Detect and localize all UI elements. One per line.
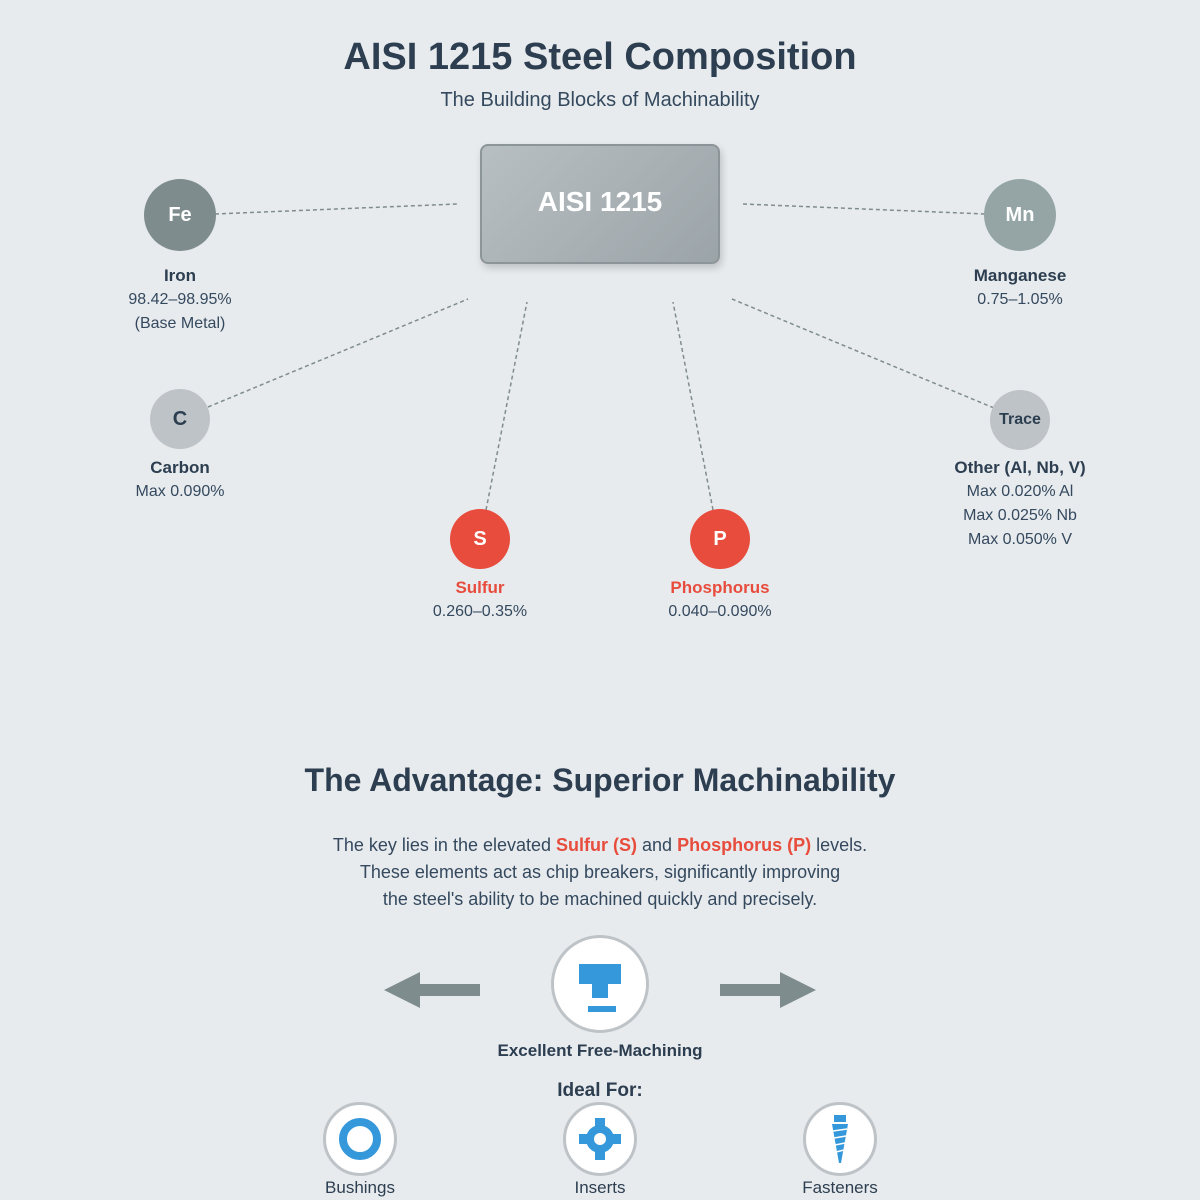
fe-note: (Base Metal) [134,315,226,332]
c-value: Max 0.090% [135,483,225,500]
phosphorus-highlight: Phosphorus (P) [677,835,812,855]
para-text-mid: and [637,835,678,855]
machining-tool-icon [579,964,621,1012]
connector-fe [214,203,458,215]
s-value: 0.260–0.35% [432,603,528,620]
fasteners-badge [803,1102,877,1176]
p-value: 0.040–0.090% [668,603,772,620]
connector-mn [742,203,986,215]
trace-value-nb: Max 0.025% Nb [963,507,1077,524]
fe-name: Iron [163,266,197,285]
mn-value: 0.75–1.05% [977,291,1063,308]
s-name: Sulfur [455,578,505,597]
advantage-heading: The Advantage: Superior Machinability [304,762,896,798]
s-circle: S [450,509,510,569]
advantage-paragraph: The key lies in the elevated Sulfur (S) … [250,832,950,913]
page-title: AISI 1215 Steel Composition [343,36,857,78]
para-line-2: These elements act as chip breakers, sig… [359,862,841,882]
page-subtitle: The Building Blocks of Machinability [440,89,760,111]
connector-trace [731,298,995,409]
sulfur-highlight: Sulfur (S) [556,835,638,855]
ideal-for-heading: Ideal For: [557,1080,643,1101]
fe-value: 98.42–98.95% [128,291,232,308]
inserts-badge [563,1102,637,1176]
right-arrow-icon [720,972,816,1008]
fe-circle: Fe [144,179,216,251]
bushing-icon [339,1118,381,1160]
machining-label: Excellent Free-Machining [497,1041,703,1060]
p-name: Phosphorus [670,578,770,597]
bushings-label: Bushings [325,1178,395,1197]
left-arrow-icon [384,972,480,1008]
trace-value-al: Max 0.020% Al [966,483,1074,500]
inserts-label: Inserts [574,1178,626,1197]
trace-name: Other (Al, Nb, V) [954,458,1086,477]
connector-p [672,301,714,511]
para-text-pre: The key lies in the elevated [332,835,557,855]
c-circle: C [150,389,210,449]
para-line-3: the steel's ability to be machined quick… [382,889,818,909]
bushings-badge [323,1102,397,1176]
machining-badge [551,935,649,1033]
c-name: Carbon [150,458,210,477]
para-text-post: levels. [811,835,868,855]
connector-c [207,298,469,408]
fastener-screw-icon [832,1115,848,1163]
p-circle: P [690,509,750,569]
connector-s [485,301,528,511]
trace-value-v: Max 0.050% V [967,531,1073,548]
trace-circle: Trace [990,390,1050,450]
core-steel-block: AISI 1215 [480,144,720,264]
mn-name: Manganese [973,266,1067,285]
insert-gear-icon [579,1118,621,1160]
fasteners-label: Fasteners [802,1178,878,1197]
mn-circle: Mn [984,179,1056,251]
